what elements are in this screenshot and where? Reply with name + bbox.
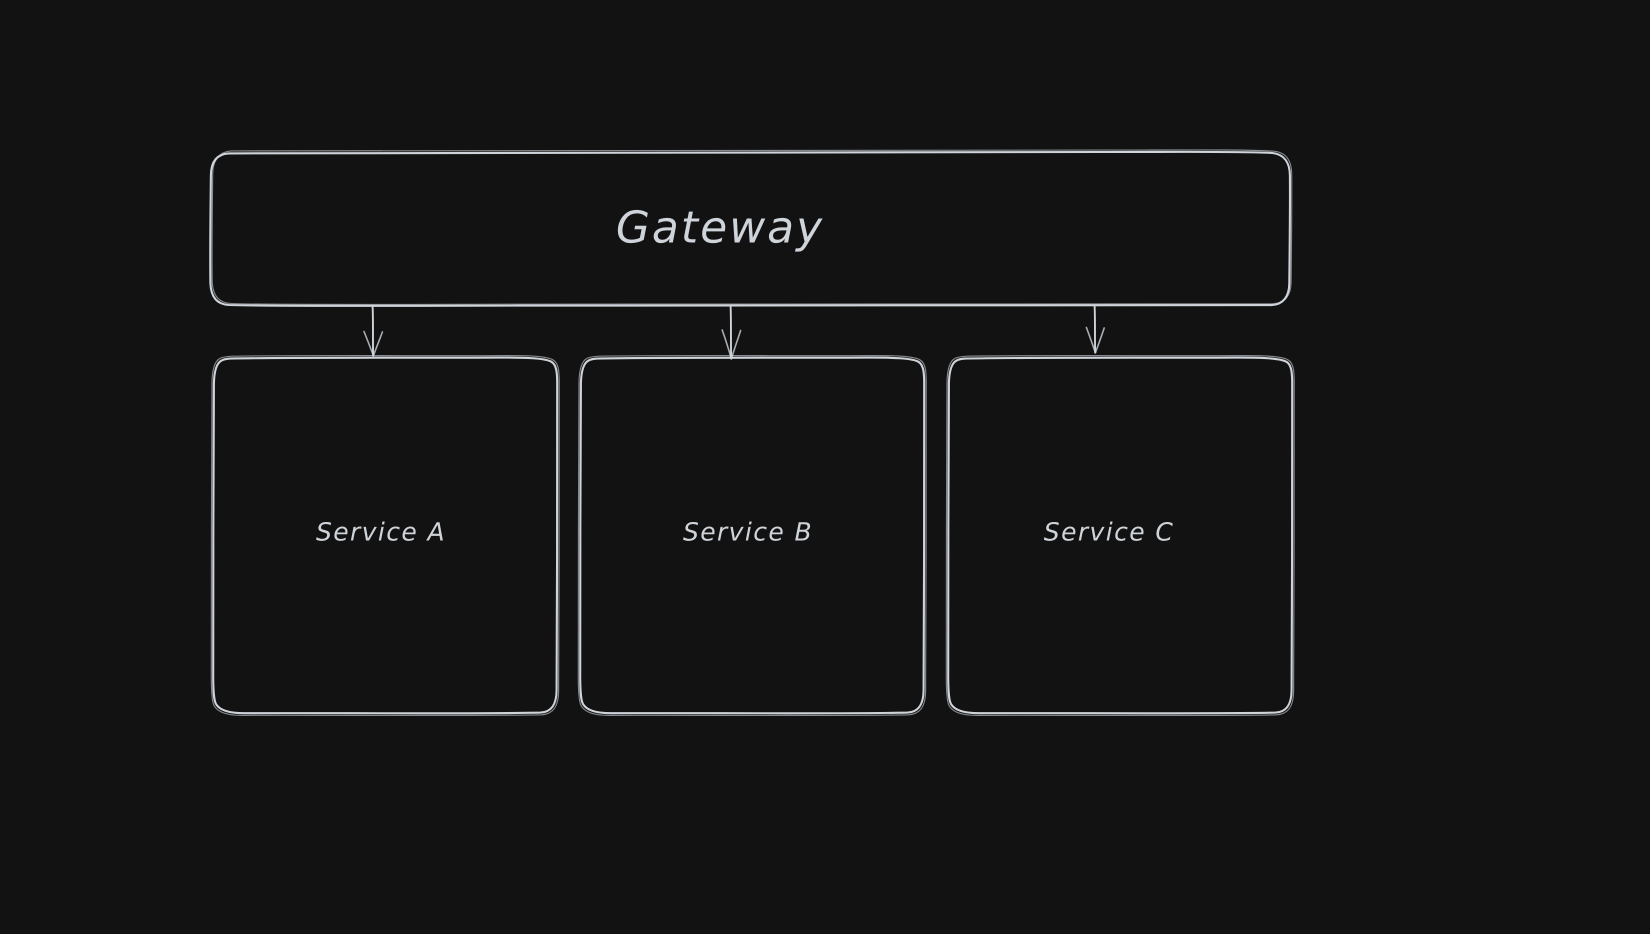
node-service-b[interactable] <box>580 357 924 714</box>
edge-gateway-to-service-c[interactable] <box>1085 305 1105 354</box>
edge-gateway-to-service-b[interactable] <box>721 305 742 360</box>
node-shape-gateway[interactable] <box>209 149 1293 307</box>
node-service-a[interactable] <box>213 357 557 714</box>
node-gateway[interactable] <box>210 152 1290 306</box>
node-shape-service-b[interactable] <box>577 355 927 717</box>
node-shape-service-a[interactable] <box>210 355 560 717</box>
edge-gateway-to-service-a[interactable] <box>363 305 384 357</box>
node-shape-service-c[interactable] <box>945 355 1295 717</box>
node-service-c[interactable] <box>948 357 1292 714</box>
